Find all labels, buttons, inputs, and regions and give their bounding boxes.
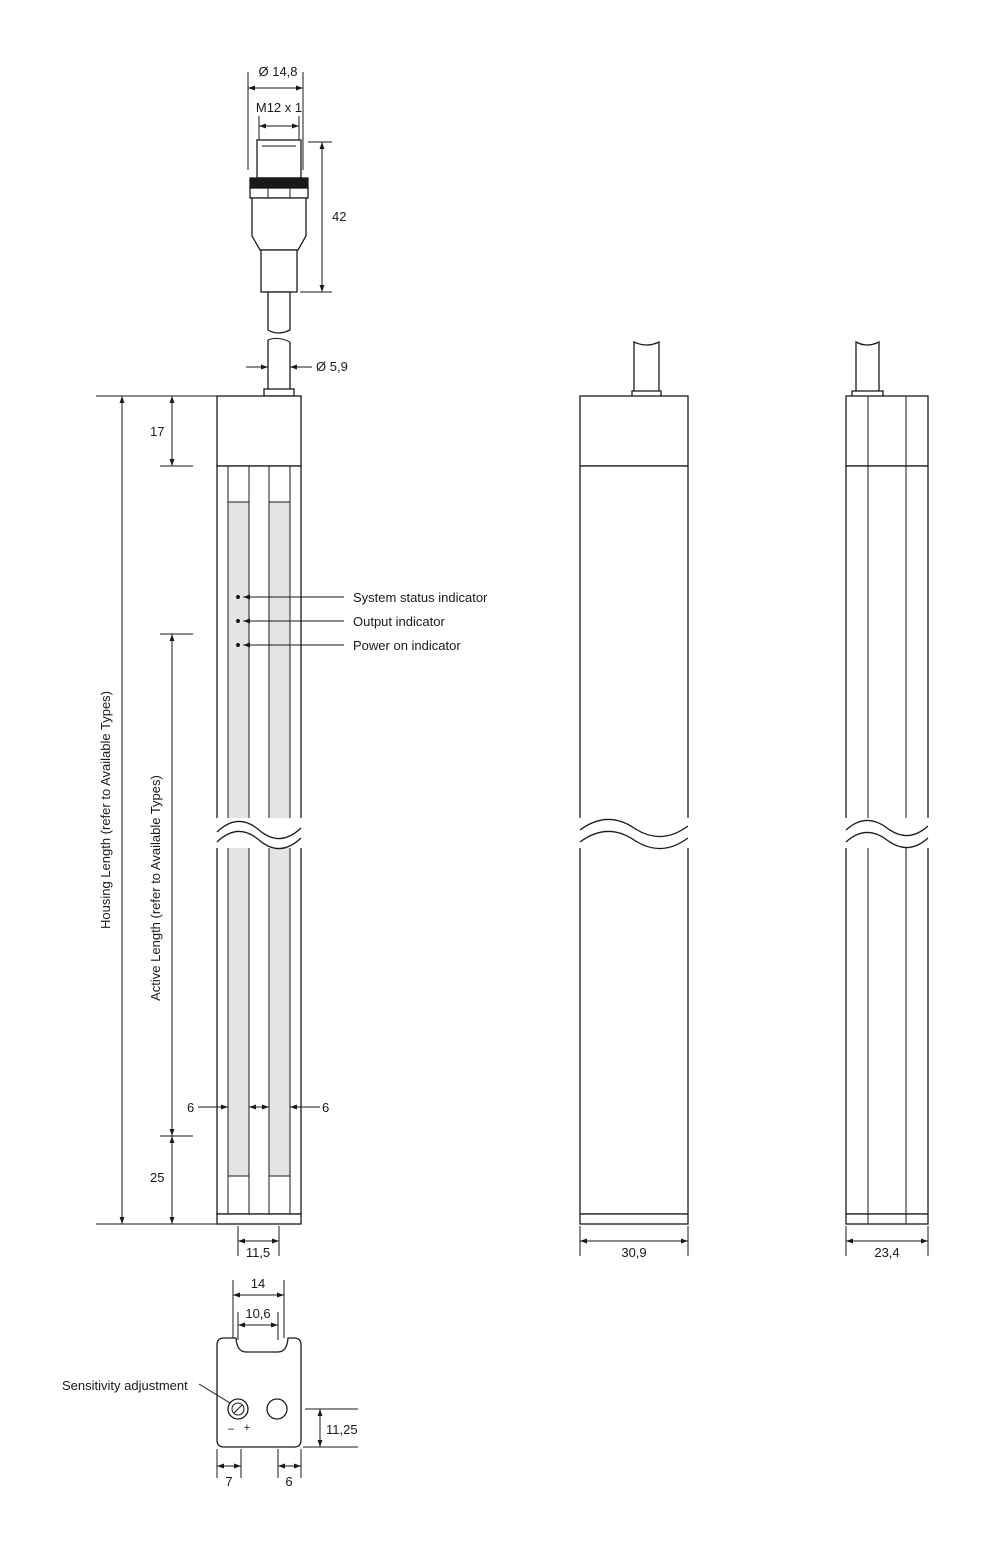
dim-end-inner-width: 10,6 — [245, 1306, 270, 1321]
label-housing-length: Housing Length (refer to Available Types… — [98, 691, 113, 929]
label-system-status: System status indicator — [353, 590, 488, 605]
dim-right-margin: 6 — [322, 1100, 329, 1115]
power-on-led — [236, 643, 240, 647]
dim-top-cap: 17 — [150, 424, 164, 439]
dim-side-width: 23,4 — [874, 1245, 899, 1260]
front-view: System status indicator Output indicator… — [96, 395, 488, 1260]
dim-connector-diameter: Ø 14,8 — [258, 64, 297, 79]
cable: Ø 5,9 — [246, 291, 348, 397]
middle-view: 30,9 — [576, 340, 692, 1260]
dim-connector-length: 42 — [332, 209, 346, 224]
dim-channel-spacing: 11,5 — [246, 1245, 270, 1260]
dim-end-height: 11,25 — [326, 1422, 358, 1437]
label-active-length: Active Length (refer to Available Types) — [148, 775, 163, 1001]
side-view: 23,4 — [842, 340, 932, 1260]
output-led — [236, 619, 240, 623]
knob-minus-label: – — [228, 1423, 235, 1435]
dim-bottom-offset: 25 — [150, 1170, 164, 1185]
end-view: 14 10,6 – + Sensitivity adjustment 11,25… — [62, 1276, 358, 1489]
dim-end-right-offset: 6 — [285, 1474, 292, 1489]
label-sensitivity: Sensitivity adjustment — [62, 1378, 188, 1393]
dim-thread: M12 x 1 — [256, 100, 302, 115]
lens-circle — [266, 1398, 288, 1420]
label-power-on: Power on indicator — [353, 638, 461, 653]
dim-end-left-offset: 7 — [225, 1474, 232, 1489]
dim-left-margin: 6 — [187, 1100, 194, 1115]
dim-end-outer-width: 14 — [251, 1276, 265, 1291]
system-status-led — [236, 595, 240, 599]
dim-front-width: 30,9 — [621, 1245, 646, 1260]
dim-cable-diameter: Ø 5,9 — [316, 359, 348, 374]
label-output: Output indicator — [353, 614, 445, 629]
connector: Ø 14,8 M12 x 1 42 — [247, 64, 346, 293]
knob-plus-label: + — [244, 1422, 250, 1434]
